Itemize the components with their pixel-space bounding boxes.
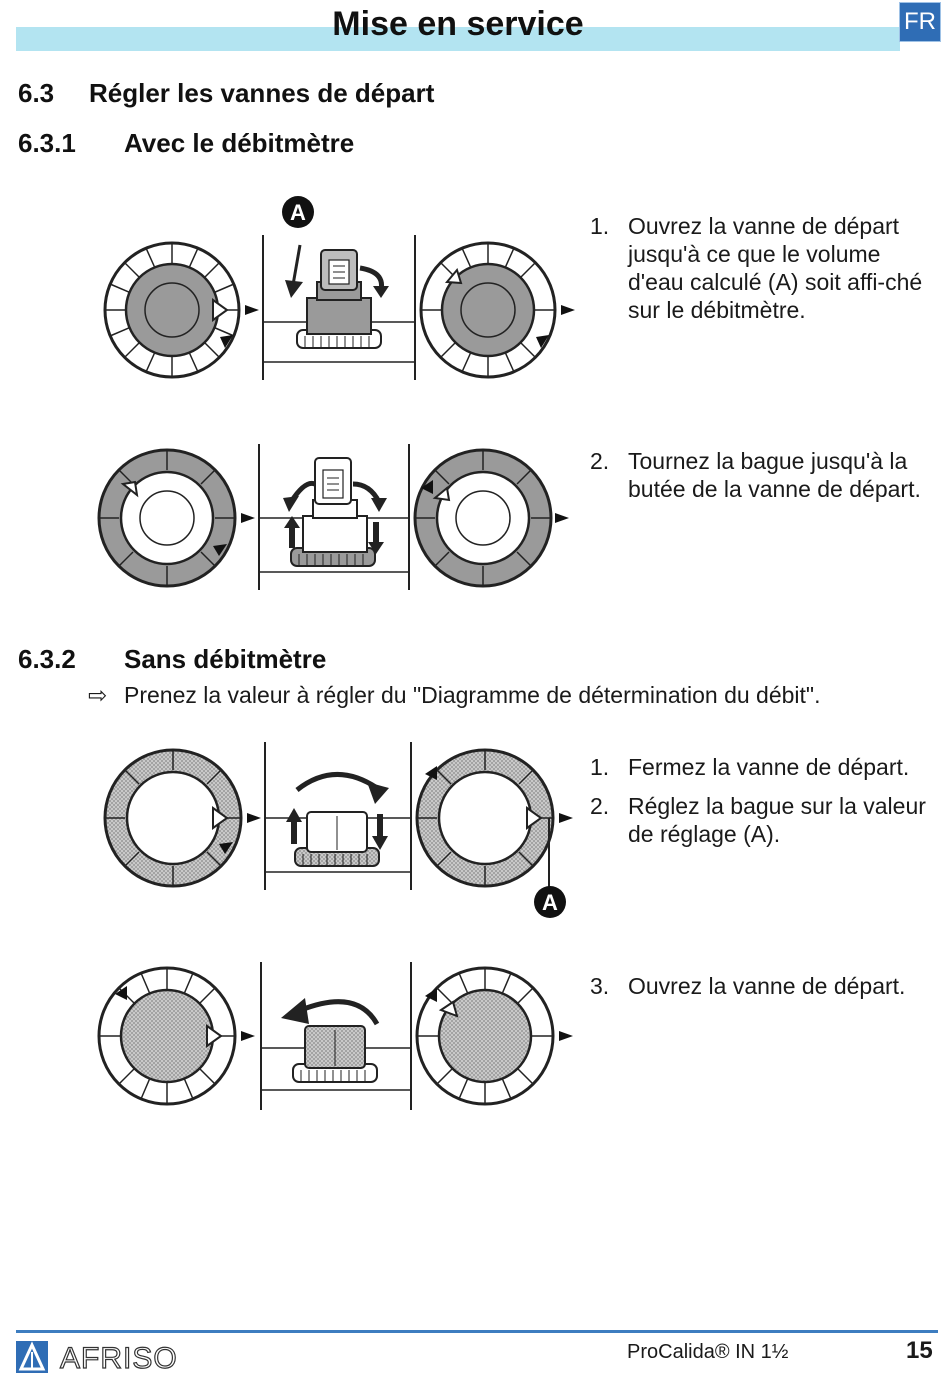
label-a-icon	[534, 886, 566, 918]
list-item: 3.Ouvrez la vanne de départ.	[590, 973, 906, 999]
note-text: Prenez la valeur à régler du "Diagramme …	[124, 682, 821, 708]
language-badge: FR	[899, 2, 941, 42]
figure-turn-ring	[97, 444, 569, 590]
page-title: Mise en service	[332, 5, 584, 43]
list-item: 1.Fermez la vanne de départ.	[590, 754, 910, 780]
list-item: 2.Tournez la bague jusqu'à la butée de l…	[590, 448, 921, 502]
product-name: ProCalida® IN 1½	[627, 1341, 789, 1363]
subsection-title: Avec le débitmètre	[124, 128, 355, 158]
dial-right-icon	[415, 966, 573, 1106]
page-number: 15	[906, 1337, 933, 1364]
subsection-number: 6.3.1	[18, 128, 76, 158]
dial-right-icon	[413, 448, 569, 588]
hollow-arrow-icon: ⇨	[88, 682, 108, 708]
dial-left-icon	[97, 966, 255, 1106]
section-title: Régler les vannes de départ	[89, 78, 435, 108]
dial-left-icon	[103, 748, 261, 888]
list-item: 2.Réglez la bague sur la valeur de régla…	[590, 793, 926, 847]
afriso-logo: AFRISO	[16, 1341, 178, 1374]
afriso-logo-icon	[16, 1341, 48, 1373]
valve-ring-icon	[281, 998, 380, 1083]
label-a: A	[290, 200, 306, 225]
dial-right-icon	[415, 748, 573, 888]
steps-list-4: 3.Ouvrez la vanne de départ.	[590, 972, 928, 1011]
steps-list-3: 1.Fermez la vanne de départ. 2.Réglez la…	[590, 753, 928, 859]
valve-flowmeter-icon	[285, 244, 389, 349]
valve-ring-icon	[286, 772, 389, 867]
steps-list-2: 2.Tournez la bague jusqu'à la butée de l…	[590, 447, 928, 514]
header-band	[16, 27, 900, 51]
figure-set-ring: A	[103, 742, 573, 918]
figure-open-valve	[97, 962, 573, 1110]
instruction-note: ⇨ Prenez la valeur à régler du "Diagramme…	[88, 680, 820, 710]
steps-list-1: 1.Ouvrez la vanne de départ jusqu'à ce q…	[590, 212, 928, 335]
dial-left-icon	[103, 241, 259, 379]
figure-open-flowmeter: A	[103, 196, 575, 380]
subsection-title: Sans débitmètre	[124, 644, 327, 674]
footer-rule	[16, 1330, 938, 1333]
dial-right-icon	[419, 241, 575, 379]
section-number: 6.3	[18, 78, 55, 108]
valve-flowmeter-icon	[283, 457, 387, 567]
list-item: 1.Ouvrez la vanne de départ jusqu'à ce q…	[590, 213, 923, 323]
label-a-icon	[282, 196, 314, 228]
label-a: A	[542, 890, 558, 915]
subsection-number: 6.3.2	[18, 644, 76, 674]
brand-name: AFRISO	[60, 1342, 178, 1374]
dial-left-icon	[97, 448, 255, 588]
